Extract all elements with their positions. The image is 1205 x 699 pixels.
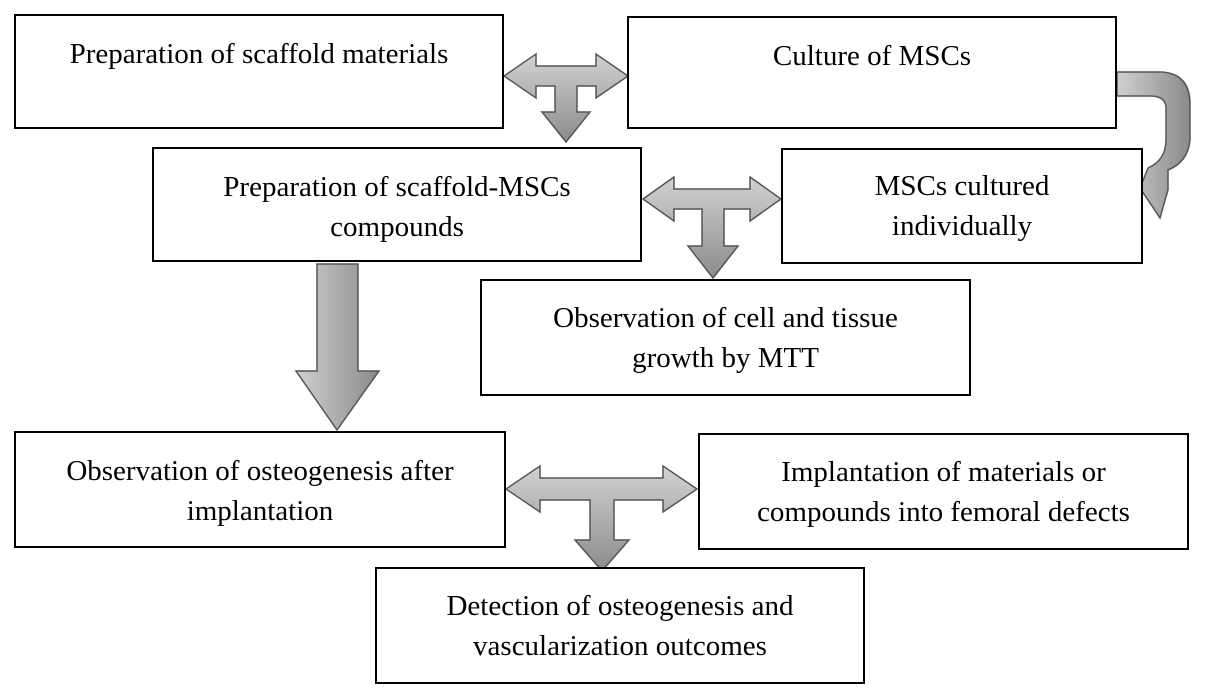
box-label-line1: Observation of osteogenesis after (66, 455, 454, 487)
box-label-line1: MSCs cultured (874, 170, 1050, 202)
box-mscs-cultured-individually: MSCs cultured individually (781, 148, 1143, 264)
box-observation-of-osteogenesis-after-implantation: Observation of osteogenesis after implan… (14, 431, 506, 548)
box-observation-of-cell-and-tissue-growth: Observation of cell and tissue growth by… (480, 279, 971, 396)
box-label-line1: Observation of cell and tissue (553, 301, 898, 334)
box-label-line1: Implantation of materials or (781, 455, 1106, 488)
down-arrow-compounds-osteo (294, 263, 381, 432)
t-arrow-osteo-implantation (504, 464, 699, 573)
box-label-line2: implantation (186, 495, 334, 527)
box-label-line1: Preparation of scaffold-MSCs (223, 171, 571, 203)
box-preparation-of-scaffold-materials: Preparation of scaffold materials (14, 14, 504, 129)
box-preparation-of-scaffold-mscs-compounds: Preparation of scaffold-MSCs compounds (152, 147, 642, 262)
box-label-line2: vascularization outcomes (473, 629, 767, 662)
t-arrow-scaffold-culture (502, 52, 630, 144)
curved-arrow-culture-individual (1116, 71, 1191, 220)
box-label-line2: compounds into femoral defects (757, 495, 1130, 528)
box-culture-of-mscs: Culture of MSCs (627, 16, 1117, 129)
box-label-line2: compounds (330, 211, 464, 243)
box-label: Preparation of scaffold materials (69, 38, 449, 70)
box-label-line1: Detection of osteogenesis and (446, 589, 794, 622)
t-arrow-compounds-individual (641, 175, 783, 280)
box-implantation-into-femoral-defects: Implantation of materials or compounds i… (698, 433, 1189, 550)
box-label-line2: growth by MTT (632, 341, 819, 374)
box-detection-of-osteogenesis-and-vascularization: Detection of osteogenesis and vasculariz… (375, 567, 865, 684)
box-label: Culture of MSCs (772, 40, 972, 72)
box-label-line2: individually (891, 210, 1033, 242)
